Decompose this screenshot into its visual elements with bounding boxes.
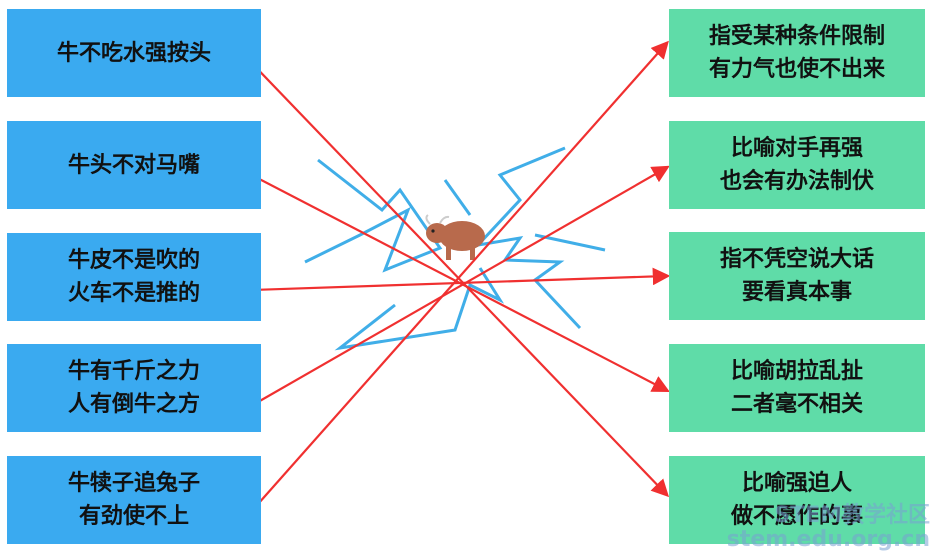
right-box-text: 比喻强迫人	[741, 471, 852, 496]
left-box-1[interactable]: 牛不吃水强按头	[7, 9, 261, 97]
right-box-3[interactable]: 指不凭空说大话要看真本事	[669, 232, 925, 320]
left-box-text: 有劲使不上	[78, 504, 189, 529]
left-box-text: 人有倒牛之方	[67, 392, 200, 417]
watermark: STEM教学社区 stem.edu.org.cn	[727, 504, 930, 552]
left-box-2[interactable]: 牛头不对马嘴	[7, 121, 261, 209]
left-box-text: 牛犊子追兔子	[67, 471, 200, 496]
right-box-text: 做不愿作的事	[730, 504, 863, 529]
right-box-text: 也会有办法制伏	[719, 169, 874, 194]
right-box-4[interactable]: 比喻胡拉乱扯二者毫不相关	[669, 344, 925, 432]
watermark-line: STEM教学社区	[774, 503, 930, 528]
left-box-text: 牛皮不是吹的	[67, 248, 200, 273]
right-box-text: 要看真本事	[741, 280, 852, 305]
left-box-3[interactable]: 牛皮不是吹的火车不是推的	[7, 233, 261, 321]
match-lines	[221, 40, 671, 505]
left-box-text: 牛头不对马嘴	[67, 152, 200, 178]
match-arrow-4	[257, 165, 670, 403]
left-box-5[interactable]: 牛犊子追兔子有劲使不上	[7, 456, 261, 544]
right-box-1[interactable]: 指受某种条件限制有力气也使不出来	[669, 9, 925, 97]
left-box-text: 牛不吃水强按头	[56, 40, 211, 66]
left-box-text: 火车不是推的	[67, 281, 200, 306]
match-arrow-1	[244, 55, 670, 498]
right-box-text: 指受某种条件限制	[708, 24, 885, 49]
left-box-text: 牛有千斤之力	[67, 359, 200, 384]
right-box-text: 比喻胡拉乱扯	[730, 359, 863, 384]
left-box-4[interactable]: 牛有千斤之力人有倒牛之方	[7, 344, 261, 432]
right-box-2[interactable]: 比喻对手再强也会有办法制伏	[669, 121, 925, 209]
match-arrow-2	[239, 168, 670, 393]
right-box-text: 有力气也使不出来	[708, 57, 885, 82]
right-box-text: 指不凭空说大话	[719, 247, 874, 272]
match-arrow-3	[221, 267, 671, 293]
bull-icon	[425, 214, 485, 260]
watermark-line: stem.edu.org.cn	[726, 527, 930, 552]
right-box-text: 二者毫不相关	[730, 392, 863, 417]
right-box-text: 比喻对手再强	[730, 136, 863, 161]
match-arrow-5	[257, 40, 669, 505]
right-box-5[interactable]: 比喻强迫人做不愿作的事	[669, 456, 925, 544]
